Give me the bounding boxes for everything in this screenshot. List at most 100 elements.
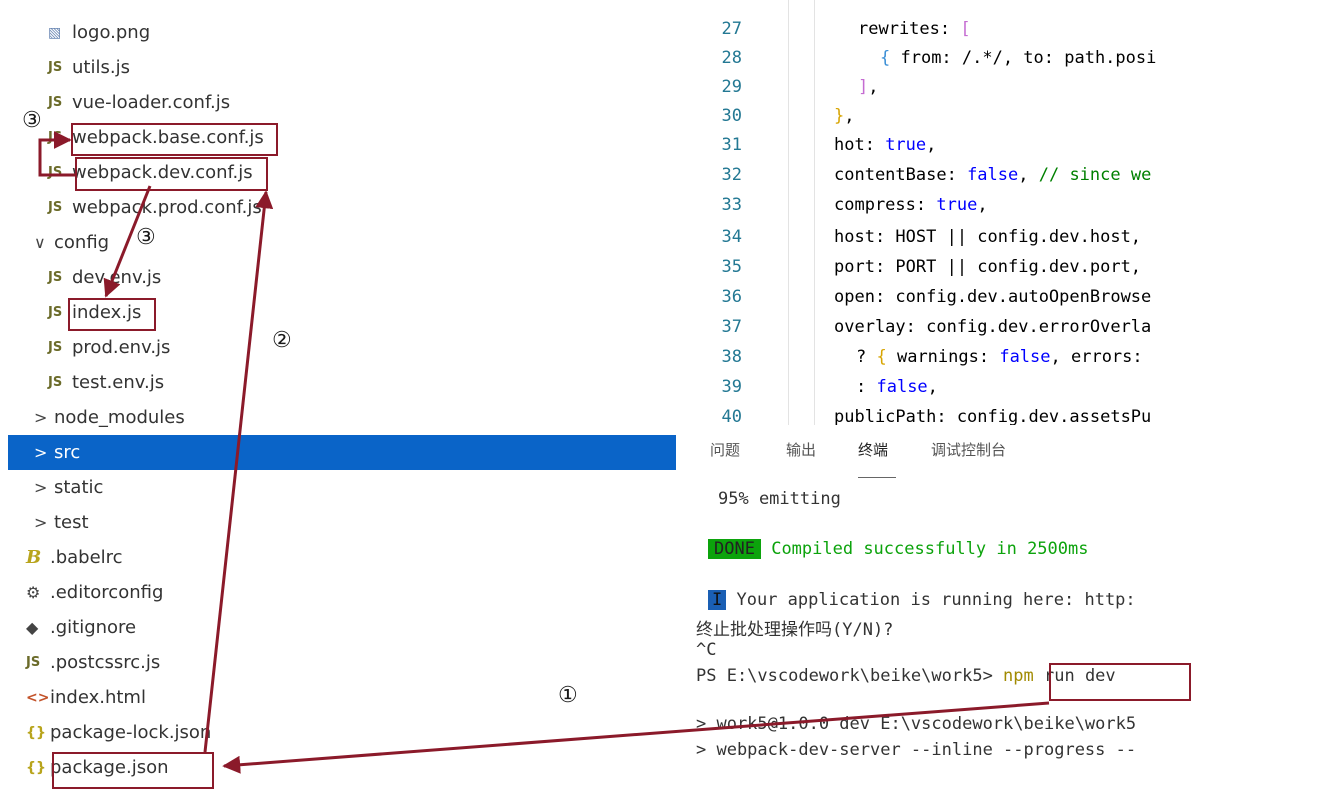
tree-item-label: vue-loader.conf.js <box>72 92 231 113</box>
tree-item-label: .gitignore <box>50 617 137 638</box>
tree-item-label: test <box>54 512 89 533</box>
terminal-line: I Your application is running here: http… <box>708 590 1136 610</box>
js-icon: JS <box>48 305 63 320</box>
tree-item-label: test.env.js <box>72 372 165 393</box>
code-line[interactable]: 39 : false, <box>676 372 1212 401</box>
line-number: 27 <box>721 18 742 39</box>
tree-item[interactable]: > static <box>8 470 676 505</box>
tree-item-label: index.html <box>50 687 146 708</box>
tree-item[interactable]: JS test.env.js <box>8 365 676 400</box>
code-line[interactable]: 33 compress: true, <box>676 190 1212 219</box>
tree-item-label: .editorconfig <box>50 582 164 603</box>
terminal-line: > webpack-dev-server --inline --progress… <box>696 740 1137 760</box>
code-line[interactable]: 38 ? { warnings: false, errors: <box>676 342 1212 371</box>
tab-problems[interactable]: 问题 <box>710 441 741 459</box>
js-icon: JS <box>48 165 63 180</box>
gear-icon: ⚙ <box>26 583 41 602</box>
tree-item-label: webpack.prod.conf.js <box>72 197 262 218</box>
tab-output[interactable]: 输出 <box>786 441 817 459</box>
terminal-line: 终止批处理操作吗(Y/N)? <box>696 620 894 640</box>
tree-item-label: utils.js <box>72 57 130 78</box>
tree-item[interactable]: ◆.gitignore <box>8 610 676 645</box>
code-text: rewrites: <box>858 18 961 39</box>
line-number: 30 <box>721 105 742 126</box>
code-line[interactable]: 40 publicPath: config.dev.assetsPu <box>676 402 1212 426</box>
tree-item[interactable]: >src <box>8 435 676 470</box>
code-line[interactable]: 34 host: HOST || config.dev.host, <box>676 222 1212 251</box>
code-line[interactable]: 27 rewrites: [ <box>676 14 1212 43</box>
tree-item-label: src <box>54 442 81 463</box>
tab-terminal[interactable]: 终端 <box>858 441 889 459</box>
line-number: 38 <box>721 346 742 367</box>
tree-item[interactable]: JS webpack.prod.conf.js <box>8 190 676 225</box>
tree-item[interactable]: ⚙ .editorconfig <box>8 575 676 610</box>
tree-item[interactable]: ▧ logo.png <box>8 15 676 50</box>
tree-item[interactable]: >node_modules <box>8 400 676 435</box>
line-number: 33 <box>721 194 742 215</box>
line-number: 32 <box>721 164 742 185</box>
line-number: 34 <box>721 226 742 247</box>
image-icon: ▧ <box>48 24 62 41</box>
js-icon: JS <box>48 270 63 285</box>
code-editor[interactable]: 27 rewrites: [ 28 { from: /.*/, to: path… <box>676 0 1212 425</box>
line-number: 37 <box>721 316 742 337</box>
babel-icon: B <box>26 547 42 568</box>
tree-item-label: prod.env.js <box>72 337 171 358</box>
tree-item[interactable]: JS .postcssrc.js <box>8 645 676 680</box>
terminal-line: ^C <box>696 640 717 660</box>
chevron-right-icon: > <box>34 513 48 532</box>
js-icon: JS <box>48 375 63 390</box>
tree-item-label: webpack.base.conf.js <box>72 127 264 148</box>
code-line[interactable]: 35 port: PORT || config.dev.port, <box>676 252 1212 281</box>
js-icon: JS <box>26 655 41 670</box>
tree-item[interactable]: <>index.html <box>8 680 676 715</box>
code-line[interactable]: 31 hot: true, <box>676 130 1212 159</box>
terminal-prompt-line: PS E:\vscodework\beike\work5> npm run de… <box>696 666 1116 686</box>
terminal-line: 95% emitting <box>718 489 841 509</box>
tree-item-label: .postcssrc.js <box>50 652 161 673</box>
tree-item[interactable]: B .babelrc <box>8 540 676 575</box>
code-line[interactable]: 37 overlay: config.dev.errorOverla <box>676 312 1212 341</box>
line-number: 39 <box>721 376 742 397</box>
tree-item[interactable]: {}package.json <box>8 750 676 785</box>
terminal-line: > work5@1.0.0 dev E:\vscodework\beike\wo… <box>696 714 1137 734</box>
info-badge: I <box>708 590 727 610</box>
tree-item-label: config <box>54 232 110 253</box>
html-icon: <> <box>26 689 50 706</box>
line-number: 28 <box>721 47 742 68</box>
tree-item[interactable]: ∨config <box>8 225 676 260</box>
code-line[interactable]: 30 }, <box>676 101 1212 130</box>
done-badge: DONE <box>708 539 761 559</box>
terminal-line: DONE Compiled successfully in 2500ms <box>708 539 1088 559</box>
tree-item-label: dev.env.js <box>72 267 162 288</box>
tree-item[interactable]: JS dev.env.js <box>8 260 676 295</box>
braces-icon: {} <box>26 724 46 741</box>
tree-item-label: package-lock.json <box>50 722 212 743</box>
bottom-panel: 问题 输出 终端 调试控制台 95% emitting DONE Compile… <box>676 425 1212 800</box>
tree-item-label: package.json <box>50 757 169 778</box>
tab-debug-console[interactable]: 调试控制台 <box>931 441 1007 459</box>
active-tab-indicator <box>858 477 896 478</box>
tree-item[interactable]: > test <box>8 505 676 540</box>
code-text: from: /.*/, to: path.posi <box>900 47 1157 68</box>
line-number: 35 <box>721 256 742 277</box>
indent-guide <box>814 0 815 425</box>
chevron-right-icon: > <box>34 478 48 497</box>
line-number: 29 <box>721 76 742 97</box>
tree-item-label: static <box>54 477 104 498</box>
code-line[interactable]: 28 { from: /.*/, to: path.posi <box>676 43 1212 72</box>
chevron-right-icon: > <box>34 408 48 427</box>
tree-item-label: logo.png <box>72 22 151 43</box>
code-line[interactable]: 32 contentBase: false, // since we <box>676 160 1212 189</box>
tree-item-label: .babelrc <box>50 547 123 568</box>
code-line[interactable]: 36 open: config.dev.autoOpenBrowse <box>676 282 1212 311</box>
tree-item[interactable]: {}package-lock.json <box>8 715 676 750</box>
code-line[interactable]: 29 ], <box>676 72 1212 101</box>
js-icon: JS <box>48 200 63 215</box>
